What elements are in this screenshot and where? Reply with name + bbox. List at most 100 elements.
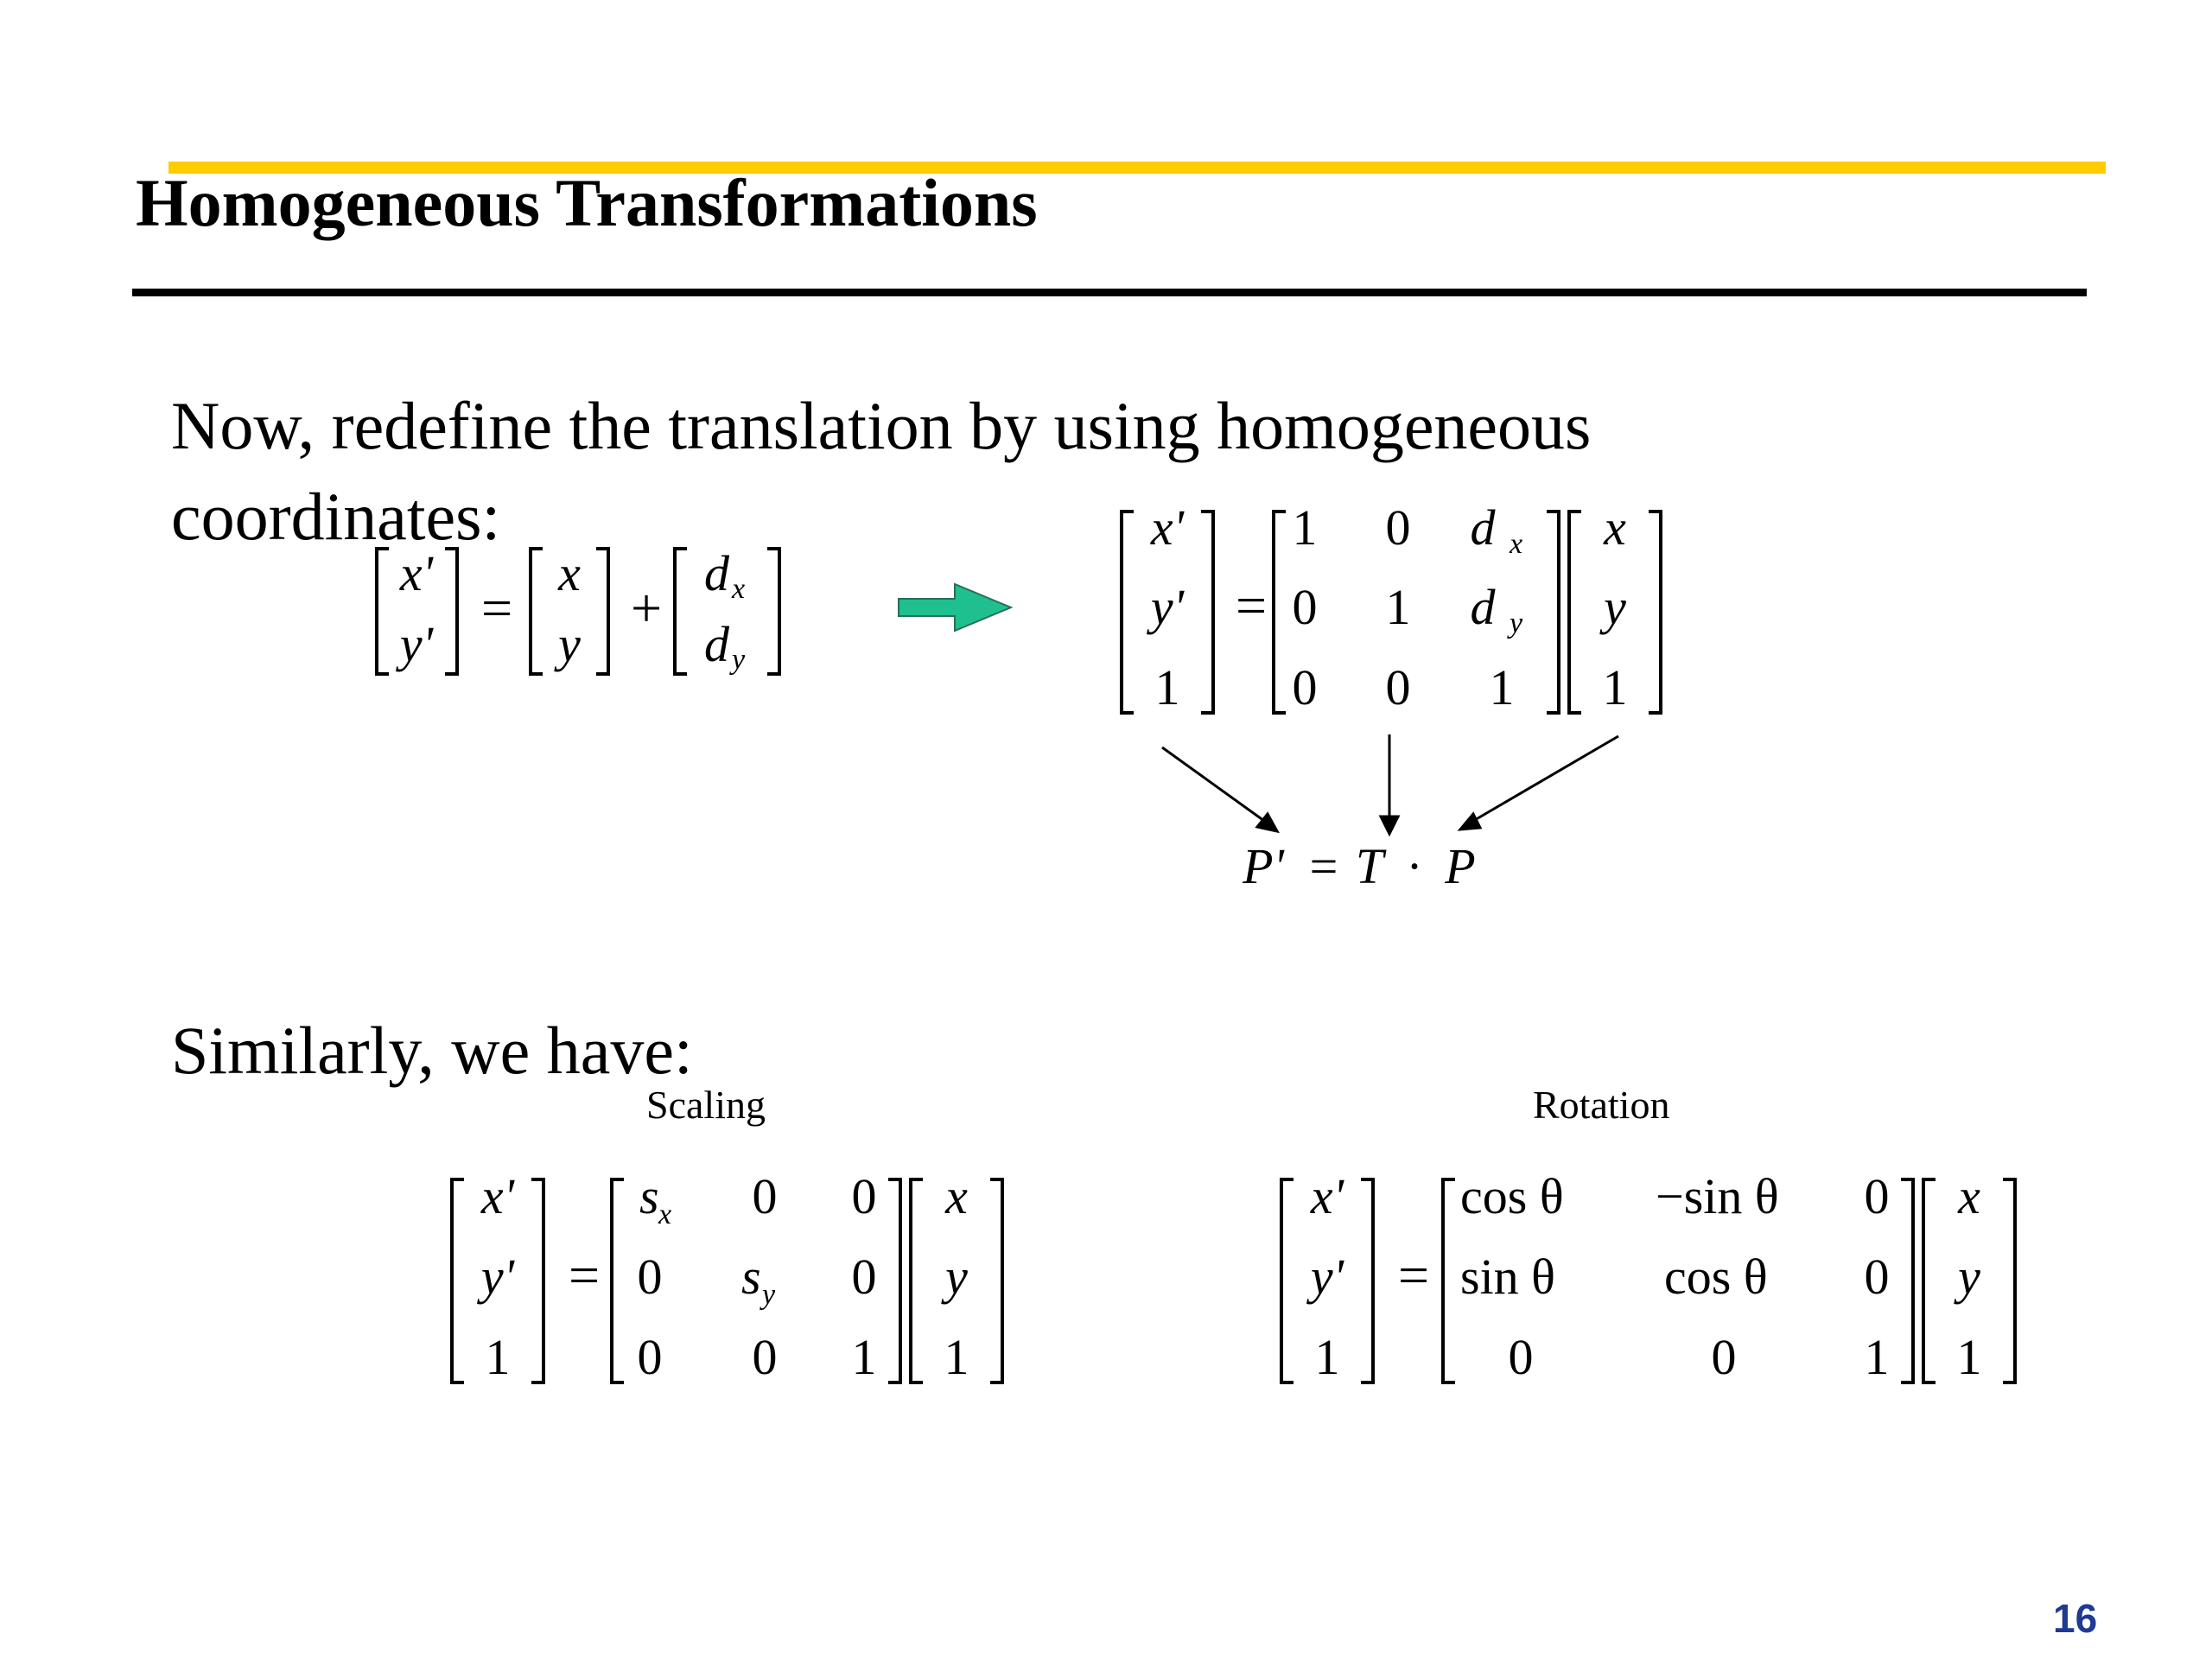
bracket-right [596, 547, 610, 676]
title-accent-line [168, 162, 2106, 174]
bracket-left [610, 1178, 624, 1384]
m-0-1: −sin θ [1656, 1168, 1779, 1224]
scaling-matrix: s x 0 0 0 s y 0 0 0 1 [610, 1168, 902, 1385]
bracket-right [1547, 510, 1560, 715]
m-0-2: 0 [852, 1168, 877, 1224]
equals-sign: = [1236, 575, 1267, 636]
right-arrow-icon [898, 582, 1014, 632]
m-1-1: cos θ [1664, 1249, 1768, 1305]
m-0-0: cos θ [1460, 1168, 1564, 1224]
m-0-0-sub: x [658, 1198, 671, 1230]
bracket-left [1272, 510, 1286, 715]
plus-sign: + [631, 577, 662, 639]
lhs-y: y' [1147, 579, 1185, 635]
rotation-label: Rotation [1533, 1083, 1670, 1127]
m-2-0: 0 [1293, 659, 1318, 715]
m-1-1: 1 [1386, 579, 1411, 635]
intro-line-2: coordinates: [171, 479, 501, 554]
offset-dy-sub: y [729, 644, 746, 676]
m-0-0: s [639, 1168, 659, 1224]
m-1-1: s [741, 1249, 761, 1305]
bracket-right [990, 1178, 1004, 1384]
translation-matrix: 1 0 d x 0 1 d y 0 0 1 [1272, 499, 1560, 715]
offset-vector: d x d y [673, 545, 781, 676]
bracket-right [1361, 1178, 1375, 1384]
lhs-x: x' [1310, 1168, 1345, 1224]
bracket-right [531, 1178, 545, 1384]
m-2-2: 1 [852, 1329, 877, 1385]
bracket-right [445, 547, 459, 676]
homog-lhs-vector: x' y' 1 [1120, 499, 1215, 715]
bracket-left [529, 547, 543, 676]
rhs-x: x [1603, 499, 1626, 556]
rotation-equation: x' y' 1 = cos θ −sin θ 0 sin θ cos θ 0 0… [1280, 1168, 2017, 1385]
m-2-0: 0 [1509, 1329, 1534, 1385]
bracket-left [1280, 1178, 1294, 1384]
bracket-right [767, 547, 781, 676]
p-prime: P' [1242, 838, 1285, 894]
m-1-2: d [1471, 579, 1497, 635]
intro-paragraph: Now, redefine the translation by using h… [171, 380, 1591, 562]
lhs-y: y' [477, 1249, 516, 1305]
m-2-2: 1 [1865, 1329, 1890, 1385]
lhs-x: x' [1150, 499, 1185, 556]
lhs-one: 1 [1155, 659, 1180, 715]
scaling-lhs-vector: x' y' 1 [450, 1168, 545, 1385]
scaling-equation: x' y' 1 = s x 0 0 0 s y 0 0 0 1 x y 1 [450, 1168, 1004, 1385]
translation-lhs-vector: x' y' [375, 545, 459, 676]
arrowhead-icon [1255, 811, 1280, 834]
lhs-x: x' [399, 545, 435, 601]
m-2-2: 1 [1490, 659, 1515, 715]
arrowhead-icon [1457, 811, 1483, 831]
offset-dy: d [704, 616, 730, 672]
lhs-y: y' [396, 616, 435, 672]
m-1-1-sub: y [760, 1279, 776, 1311]
m-1-2-sub: y [1507, 607, 1523, 639]
equals-sign: = [569, 1244, 600, 1306]
bracket-right [1201, 510, 1215, 715]
m-2-0: 0 [638, 1329, 663, 1385]
p-vector: P [1444, 838, 1475, 894]
bracket-right [888, 1178, 902, 1384]
lhs-x: x' [480, 1168, 516, 1224]
summary-arrows [1161, 734, 1619, 837]
rhs-x: x [944, 1168, 968, 1224]
scaling-rhs-vector: x y 1 [909, 1168, 1004, 1385]
m-2-1: 0 [753, 1329, 778, 1385]
rotation-lhs-vector: x' y' 1 [1280, 1168, 1375, 1385]
m-2-1: 0 [1712, 1329, 1737, 1385]
bracket-left [1567, 510, 1581, 715]
bracket-left [673, 547, 687, 676]
m-0-2: d [1471, 499, 1497, 556]
rotation-matrix: cos θ −sin θ 0 sin θ cos θ 0 0 0 1 [1441, 1168, 1915, 1385]
m-0-2-sub: x [1509, 528, 1522, 560]
m-0-1: 0 [753, 1168, 778, 1224]
bracket-left [450, 1178, 464, 1384]
bracket-left [1922, 1178, 1936, 1384]
rotation-rhs-vector: x y 1 [1922, 1168, 2017, 1385]
offset-dx: d [704, 545, 730, 601]
page-number: 16 [2053, 1596, 2098, 1641]
bracket-left [909, 1178, 923, 1384]
dot-operator: · [1406, 838, 1422, 894]
rhs-y: y [941, 1249, 968, 1305]
intro-line-1: Now, redefine the translation by using h… [171, 388, 1592, 463]
m-1-0: 0 [1293, 579, 1318, 635]
bracket-left [1120, 510, 1134, 715]
similarly-paragraph: Similarly, we have: [171, 1013, 693, 1088]
m-1-2: 0 [1865, 1249, 1890, 1305]
m-1-2: 0 [852, 1249, 877, 1305]
arrow-rhs-to-p [1468, 734, 1619, 825]
rhs-one: 1 [1957, 1329, 1982, 1385]
arrowhead-icon [1378, 815, 1401, 837]
equals-sign: = [1398, 1244, 1429, 1306]
vec-y: y [554, 616, 581, 672]
t-matrix: T [1356, 838, 1387, 894]
bracket-right [1901, 1178, 1915, 1384]
bracket-left [375, 547, 389, 676]
translation-equation: x' y' = x y + d x d y [375, 545, 781, 676]
bracket-right [2003, 1178, 2017, 1384]
lhs-one: 1 [486, 1329, 511, 1385]
rhs-one: 1 [944, 1329, 969, 1385]
